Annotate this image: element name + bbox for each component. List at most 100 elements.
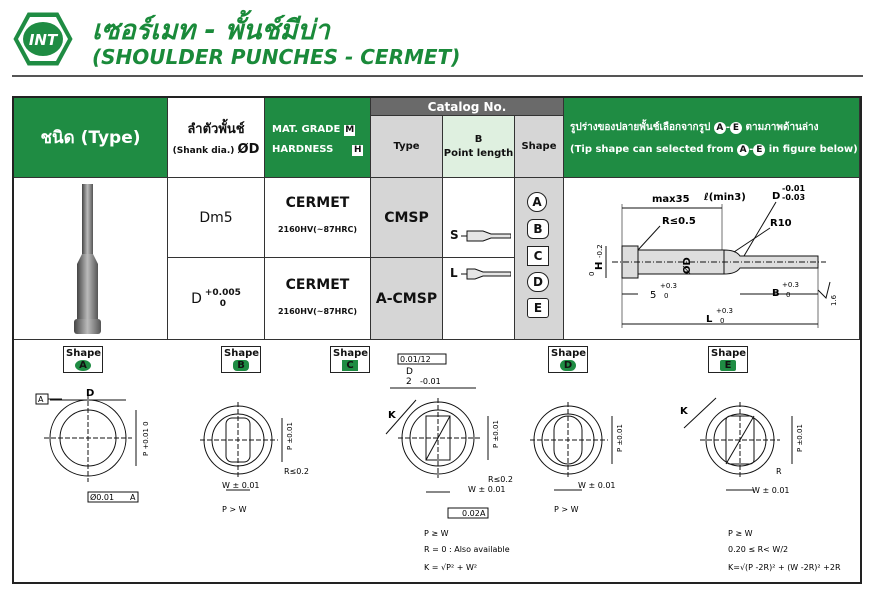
int-logo: INT [13, 12, 73, 66]
tip-note-en-tail: in figure below) [768, 144, 858, 155]
shank-dm5: Dm5 [168, 178, 265, 258]
point-s-cell: S [443, 178, 515, 258]
shape-a-drawing: A D P +0.01 0 Ø0.01 A [35, 388, 150, 503]
dim-b-tol-u: +0.3 [782, 281, 799, 289]
point-l-cell: L [443, 258, 515, 340]
point-s-label: S [450, 228, 459, 242]
svg-text:R≤0.2: R≤0.2 [284, 467, 309, 476]
dim-h-tol-l: -0.2 [596, 244, 604, 258]
material-cermet-1: CERMET [285, 195, 350, 211]
shape-option-a: A [527, 192, 547, 212]
dim-od: ØD [681, 257, 693, 274]
shape-e-letter: E [720, 360, 736, 371]
shape-option-d: D [527, 272, 549, 292]
shapes-detail-row: Shape A A D P +0.01 0 Ø0.01 A Shape B P … [14, 340, 860, 582]
svg-text:K=√(P -2R)² + (W -2R)² +2R: K=√(P -2R)² + (W -2R)² +2R [728, 563, 841, 572]
dim-five-tol-u: +0.3 [660, 282, 677, 290]
dim-five: 5 [650, 290, 656, 301]
svg-text:R≤0.2: R≤0.2 [488, 475, 513, 484]
shape-options-cell: A B C D E [515, 178, 564, 340]
point-long-icon [461, 268, 511, 280]
shank-d-tol: D +0.005 0 [168, 258, 265, 340]
shank-symbol: ØD [237, 142, 260, 157]
hardness-1: 2160HV(~87HRC) [277, 225, 358, 234]
dim-d-tol-l: -0.03 [782, 193, 805, 202]
material-row-2: CERMET 2160HV(~87HRC) [265, 258, 371, 340]
svg-text:W ± 0.01: W ± 0.01 [468, 485, 506, 494]
dim-h-tol-u: 0 [588, 272, 596, 276]
svg-text:W ± 0.01: W ± 0.01 [222, 481, 260, 490]
punch-photo [74, 184, 101, 334]
shape-c-drawing: 0.01/12 D 2 -0.01 K P ±0.01 R≤0.2 W ± 0.… [385, 353, 513, 572]
svg-text:R = 0 : Also available: R = 0 : Also available [424, 545, 510, 554]
svg-text:P ≥ W: P ≥ W [728, 529, 753, 538]
dim-five-tol-l: 0 [664, 292, 668, 300]
shape-c-label: Shape C [330, 346, 370, 373]
svg-text:P ≥ W: P ≥ W [424, 529, 449, 538]
catalog-no-header: Catalog No. [371, 98, 564, 116]
svg-text:P ±0.01: P ±0.01 [616, 424, 624, 452]
svg-text:W ± 0.01: W ± 0.01 [752, 486, 790, 495]
dim-l-tol-u: +0.3 [716, 307, 733, 315]
shank-d: D [191, 290, 202, 307]
svg-text:A: A [130, 493, 136, 502]
point-length-header: B Point length [443, 116, 515, 178]
title-thai: เซอร์เมท - พั้นช์มีบ่า [92, 15, 330, 46]
shape-e-label: Shape E [708, 346, 748, 373]
shape-e-drawing: K P ±0.01 R W ± 0.01 P ≥ W 0.20 ≤ R< W/2… [680, 397, 841, 572]
shape-b-label: Shape B [221, 346, 261, 373]
type-col-header: Type [371, 116, 443, 178]
dim-b: B [772, 288, 780, 299]
svg-text:K = √P² + W²: K = √P² + W² [424, 563, 477, 572]
tip-note-en: (Tip shape can selected from [570, 144, 734, 155]
tip-from-a: A [713, 122, 726, 134]
tip-note-thai: รูปร่างของปลายพั้นช์เลือกจากรูป [570, 122, 711, 133]
shank-tol-lower: 0 [219, 298, 227, 309]
dim-b-tol-l: 0 [786, 291, 790, 299]
dim-d-tol-u: -0.01 [782, 184, 805, 193]
tip-note-header: รูปร่างของปลายพั้นช์เลือกจากรูป A-E ตามภ… [564, 98, 860, 178]
svg-text:P > W: P > W [554, 505, 579, 514]
shape-option-b: B [527, 219, 549, 239]
dim-l: L [706, 314, 713, 325]
dim-d: D [772, 191, 780, 202]
svg-text:P > W: P > W [222, 505, 247, 514]
svg-text:-0.01: -0.01 [420, 377, 441, 386]
dim-max35: max35 [652, 194, 690, 205]
shape-c-letter: C [342, 360, 358, 371]
hardness-2: 2160HV(~87HRC) [277, 307, 358, 316]
svg-text:0.20 ≤ R< W/2: 0.20 ≤ R< W/2 [728, 545, 788, 554]
shank-tol-upper: +0.005 [204, 287, 241, 298]
title-english: (SHOULDER PUNCHES - CERMET) [92, 45, 461, 69]
svg-text:2: 2 [406, 377, 412, 387]
dim-l-tol-l: 0 [720, 317, 724, 325]
shape-d-letter: D [560, 360, 576, 371]
svg-text:K: K [388, 410, 397, 421]
shape-d-drawing: P ±0.01 W ± 0.01 P > W [530, 402, 624, 514]
svg-text:D: D [406, 367, 413, 377]
point-length-b: B [474, 134, 483, 145]
shape-b-drawing: P ±0.01 R≤0.2 W ± 0.01 P > W [200, 402, 309, 514]
shape-d-label: Shape D [548, 346, 588, 373]
material-cermet-2: CERMET [285, 277, 350, 293]
shank-header: ลำตัวพั้นช์ (Shank dia.) ØD [168, 98, 265, 178]
spec-table [12, 96, 862, 584]
punch-photo-cell [14, 178, 168, 340]
shape-option-e: E [527, 298, 549, 318]
svg-text:A: A [480, 509, 486, 518]
svg-text:A: A [38, 395, 44, 404]
svg-text:D: D [86, 388, 94, 399]
dim-surface: 1.6 [830, 294, 838, 306]
shank-label-thai: ลำตัวพั้นช์ [187, 122, 245, 137]
tip-note-thai-tail: ตามภาพด้านล่าง [745, 122, 819, 133]
point-length-label: Point length [443, 148, 514, 159]
type-header: ชนิด (Type) [14, 98, 168, 178]
title-divider [12, 75, 863, 77]
mat-grade-key: M [344, 125, 356, 136]
punch-drawing: max35 ℓ(min3) D -0.01 -0.03 R≤0.5 R10 H … [588, 184, 838, 328]
dim-r10: R10 [770, 218, 792, 229]
material-row-1: CERMET 2160HV(~87HRC) [265, 178, 371, 258]
shape-a-label: Shape A [63, 346, 103, 373]
shape-col-header: Shape [515, 116, 564, 178]
